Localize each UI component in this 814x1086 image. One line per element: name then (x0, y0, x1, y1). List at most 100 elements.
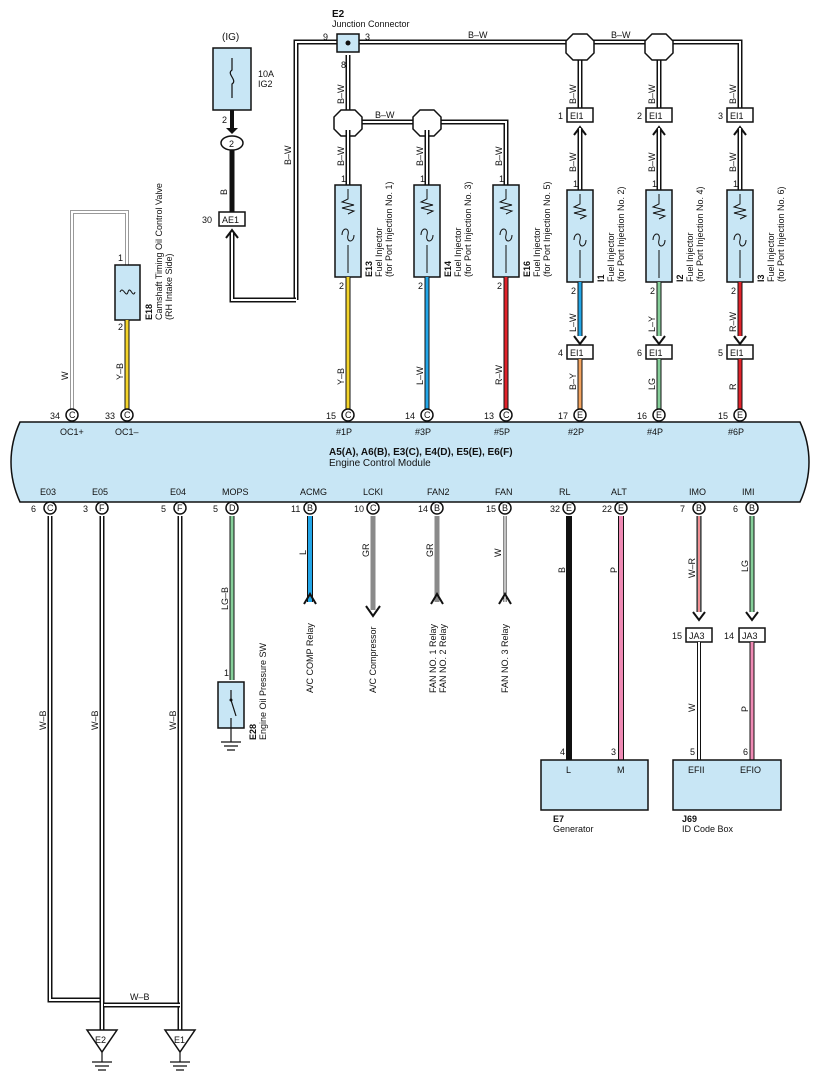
ecm-bot-num-2: 3 (83, 504, 88, 514)
id-code-box-j69: W–R LG JA3 15 JA3 14 W P 5 6 EFII EFIO J… (672, 516, 782, 834)
gen-pin-l: 4 (560, 747, 565, 757)
wire-label-w-ocv: W (60, 371, 70, 380)
ecm-top-pins: C34OC1+C33OC1–C15#1PC14#3PC13#5PE17#2PE1… (50, 408, 747, 437)
ecm-bottom-pins: E03C6E05F3E04F5MOPSD5ACMGB11LCKIC10FAN2B… (31, 487, 759, 515)
gen-code: E7 (553, 814, 564, 824)
wire-label-w-fan: W (493, 548, 503, 557)
ei1-bot-label-1: EI1 (570, 348, 584, 358)
wire-label-p-alt: P (609, 567, 619, 573)
inj-pin-bot-4: 2 (571, 286, 576, 296)
ecm-top-pin-6: E17#2P (558, 408, 587, 437)
ja3-label-1: JA3 (689, 631, 705, 641)
oil-pressure-switch-e28: LG–B 1 E28 Engine Oil Pressure SW (217, 516, 268, 751)
fuse-name: IG2 (258, 79, 273, 89)
ecm-bot-num-6: 10 (354, 504, 364, 514)
splice-1 (565, 33, 595, 61)
ecm-top-num-5: 13 (484, 411, 494, 421)
ecm-top-conn-6: E (577, 410, 583, 420)
gen-term-m: M (617, 765, 625, 775)
ecm-bot-name-6: LCKI (363, 487, 383, 497)
relay-fan1: FAN NO. 1 Relay (428, 623, 438, 693)
inj-line1-6: Fuel Injector (766, 232, 776, 282)
idbox-pin-a: 5 (690, 747, 695, 757)
ecm-bot-name-11: IMO (689, 487, 706, 497)
inj-pin-top-2: 1 (420, 174, 425, 184)
ei1-bot-label-3: EI1 (730, 348, 744, 358)
ecm-top-name-1: OC1+ (60, 427, 84, 437)
ecm-top-num-8: 15 (718, 411, 728, 421)
inj-pin-bot-6: 2 (731, 286, 736, 296)
ecm-top-pin-3: C15#1P (326, 408, 355, 437)
ecm-bot-num-8: 15 (486, 504, 496, 514)
wire-label-bw-inj-5: B–W (647, 152, 657, 172)
ecm-top-name-6: #2P (568, 427, 584, 437)
inj-line1-4: Fuel Injector (606, 232, 616, 282)
oil-sw-name: Engine Oil Pressure SW (258, 642, 268, 740)
relay-acmg: A/C COMP Relay (305, 623, 315, 693)
inj-line2-2: (for Port Injection No. 3) (463, 181, 473, 277)
ecm-top-conn-8: E (737, 410, 743, 420)
inj-line2-1: (for Port Injection No. 1) (384, 181, 394, 277)
wire-label-bw-inj-2: B–W (415, 146, 425, 166)
wire-label-bw-mid: B–W (375, 110, 395, 120)
ja3-pin-1: 15 (672, 631, 682, 641)
wire-label-p-idbox: P (740, 706, 750, 712)
ecm-bot-conn-6: C (370, 503, 377, 513)
gen-name: Generator (553, 824, 594, 834)
ocv-code: E18 (144, 304, 154, 320)
ecm-bot-conn-4: D (229, 503, 236, 513)
oil-sw-code: E28 (248, 724, 258, 740)
inj-pin-bot-1: 2 (339, 281, 344, 291)
ecm-top-name-4: #3P (415, 427, 431, 437)
engine-control-module: A5(A), A6(B), E3(C), E4(D), E5(E), E6(F)… (10, 421, 810, 503)
generator-e7: B P 4 3 L M E7 Generator (540, 516, 649, 834)
ecm-top-name-3: #1P (336, 427, 352, 437)
ei1-top-pin-3: 3 (718, 111, 723, 121)
inj-line1-3: Fuel Injector (532, 227, 542, 277)
wire-label-lower-3: R–W (494, 364, 504, 385)
ecm-top-pin-7: E16#4P (637, 408, 666, 437)
relay-fan3: FAN NO. 3 Relay (500, 623, 510, 693)
inj-code-6: I3 (756, 274, 766, 282)
ecm-top-name-5: #5P (494, 427, 510, 437)
ocv-name: Camshaft Timing Oil Control Valve (154, 183, 164, 320)
wire-label-wb-2: W–B (90, 710, 100, 730)
ecm-codes: A5(A), A6(B), E3(C), E4(D), E5(E), E6(F) (329, 447, 513, 458)
ei1-top-label-3: EI1 (730, 111, 744, 121)
inj-pin-bot-2: 2 (418, 281, 423, 291)
inj-code-5: I2 (675, 274, 685, 282)
ecm-top-conn-3: C (345, 410, 352, 420)
splice-2 (644, 33, 674, 61)
ecm-bot-num-5: 11 (291, 504, 300, 514)
fuse-rating: 10A (258, 69, 274, 79)
ecm-bot-conn-5: B (307, 503, 313, 513)
ecm-bot-name-4: MOPS (222, 487, 249, 497)
inj-line2-6: (for Port Injection No. 6) (776, 186, 786, 282)
ecm-top-num-7: 16 (637, 411, 647, 421)
splice-points (333, 33, 674, 137)
ae1-pin: 30 (202, 215, 212, 225)
ecm-bot-name-5: ACMG (300, 487, 327, 497)
ecm-bot-conn-7: B (434, 503, 440, 513)
ecm-top-pin-8: E15#6P (718, 408, 747, 437)
ecm-bot-conn-12: B (749, 503, 755, 513)
ei1-bot-pin-3: 5 (718, 348, 723, 358)
wire-label-wb-1: W–B (38, 710, 48, 730)
wire-label-lower-5: L–Y (647, 316, 657, 332)
ecm-bot-conn-3: F (177, 503, 183, 513)
ecm-bot-conn-11: B (696, 503, 702, 513)
inj-line2-5: (for Port Injection No. 4) (695, 186, 705, 282)
ae1-label: AE1 (222, 215, 239, 225)
wire-label-wb-3: W–B (168, 710, 178, 730)
